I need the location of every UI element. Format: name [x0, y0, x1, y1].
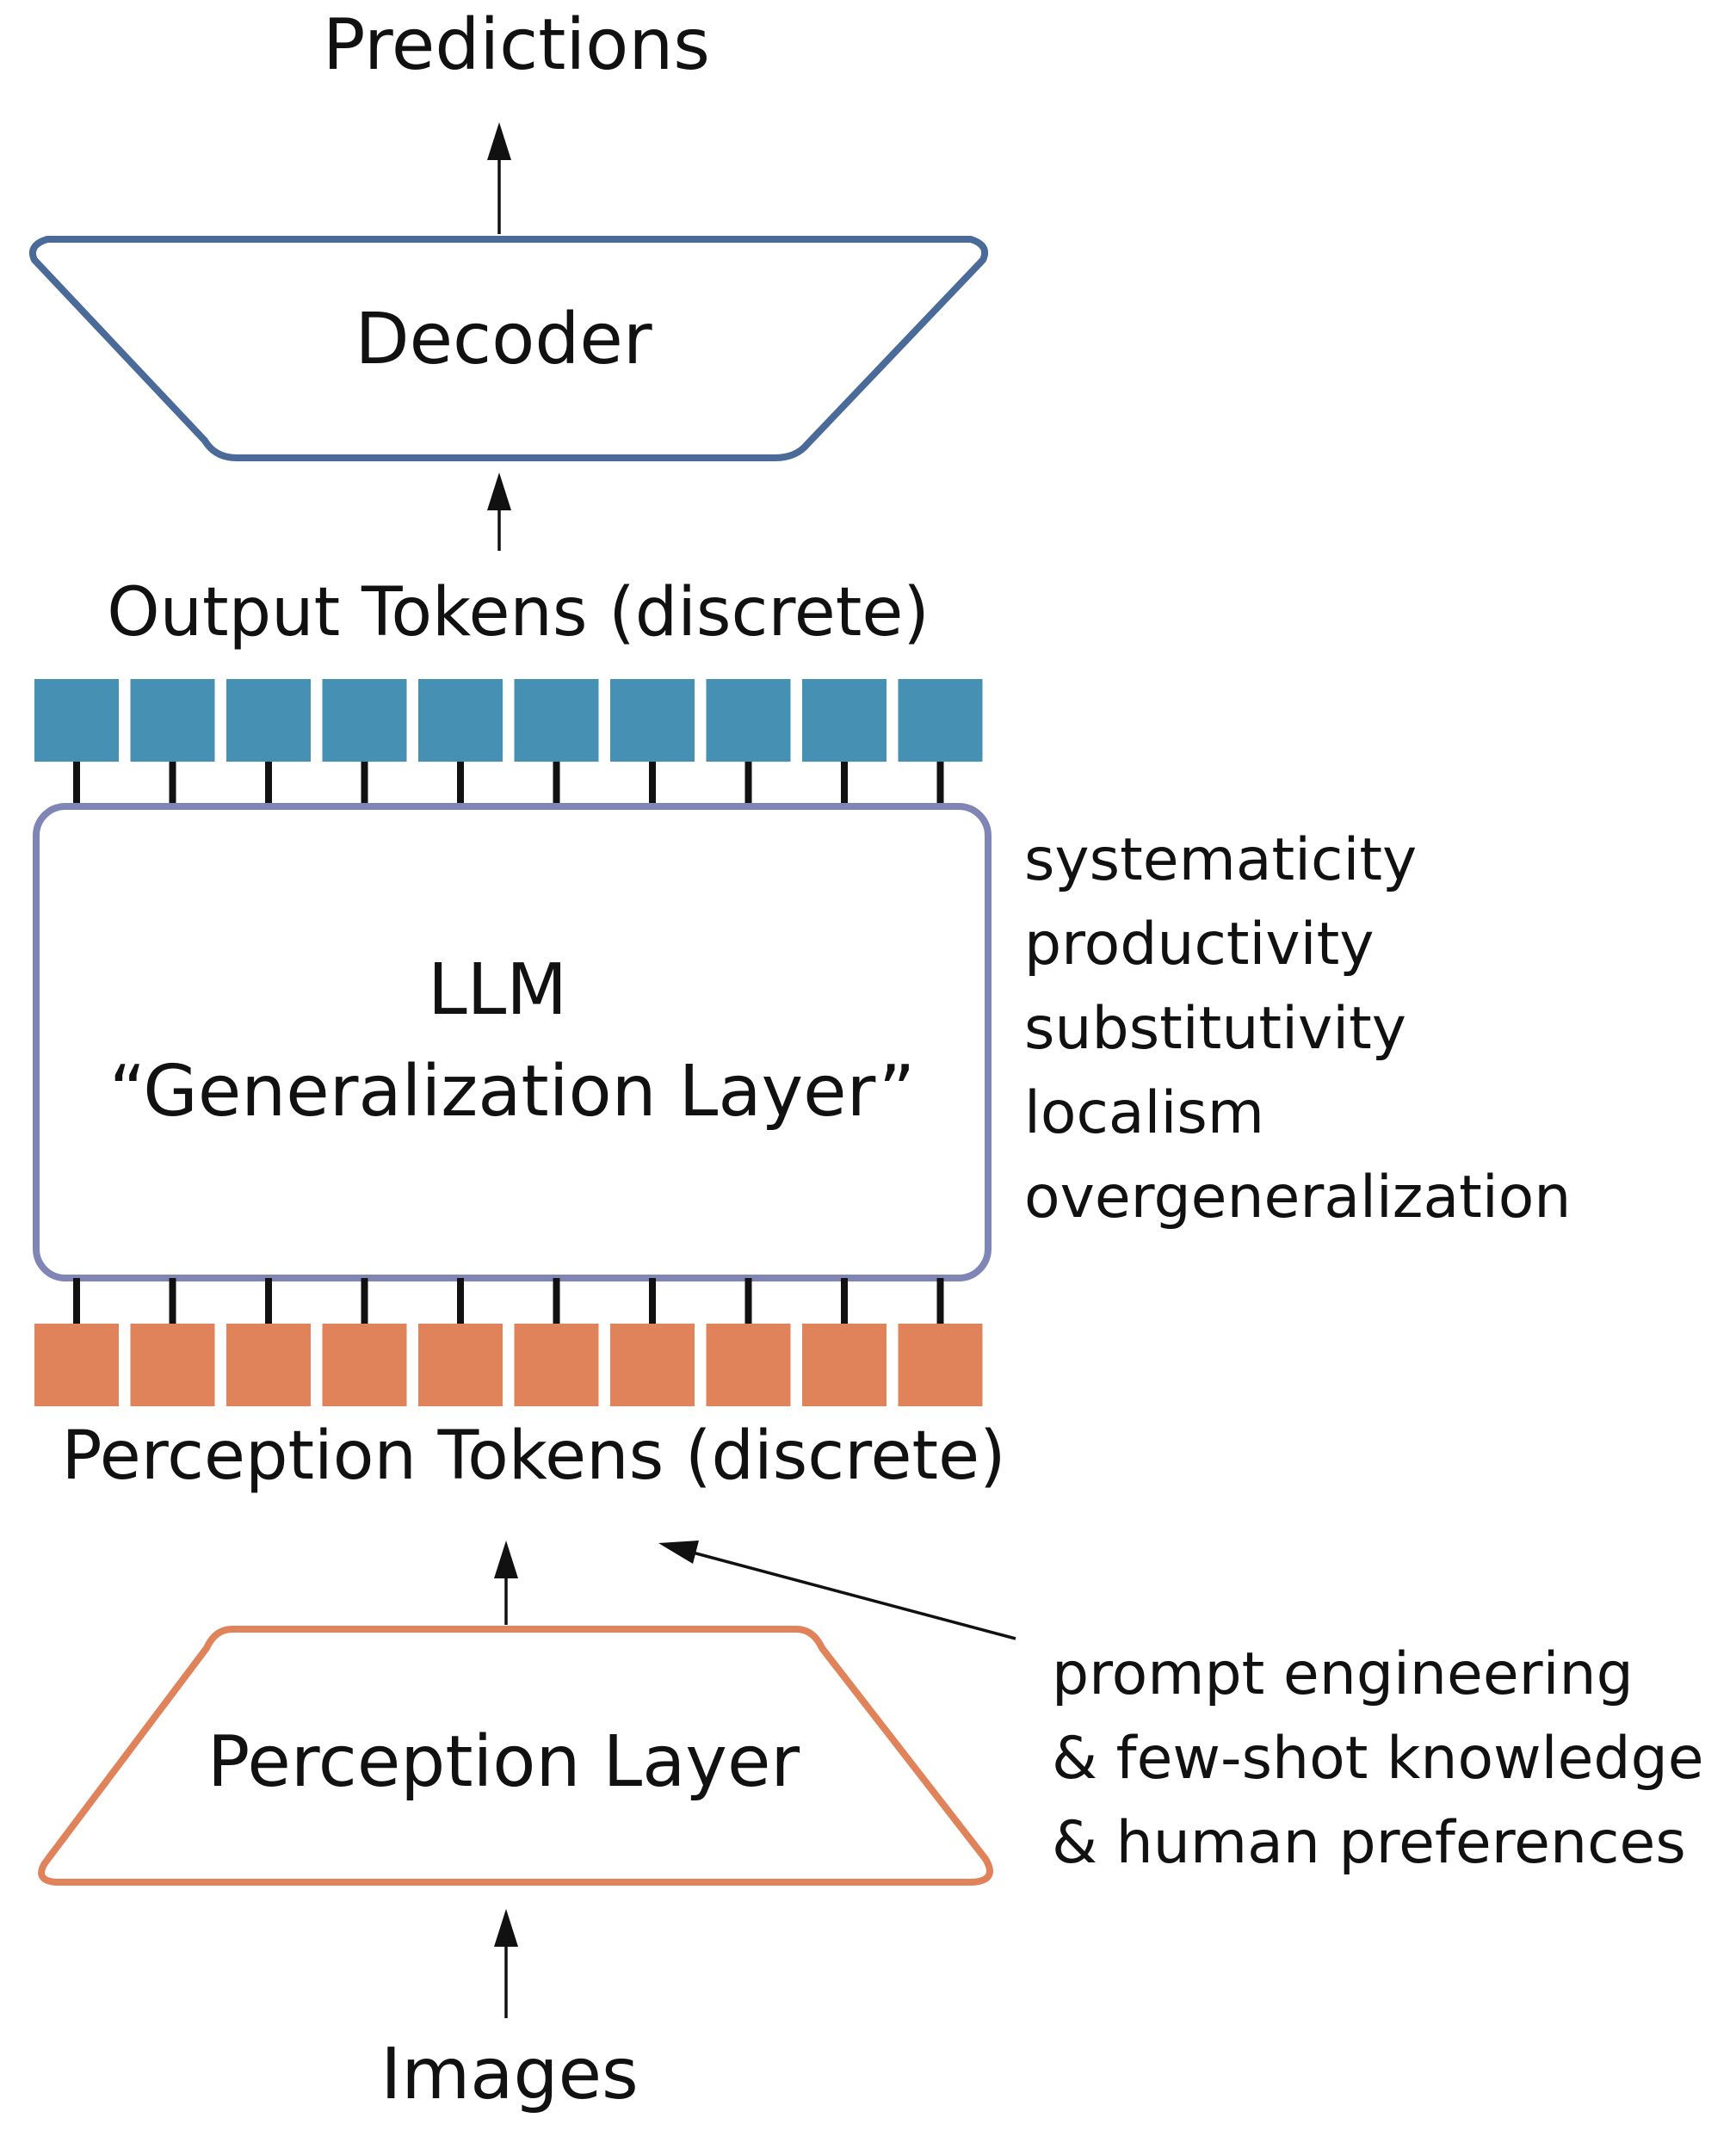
arrow-perception-to-tokens: [494, 1541, 518, 1625]
property-list: systematicity productivity substitutivit…: [1024, 826, 1571, 1232]
perception-token: [802, 1324, 887, 1406]
perception-layer-shape: [38, 1626, 993, 1886]
prompt-notes: prompt engineering & few-shot knowledge …: [1052, 1640, 1704, 1877]
predictions-label: Predictions: [323, 4, 710, 86]
perception-token: [226, 1324, 311, 1406]
output-token: [898, 679, 983, 762]
output-tokens-label: Output Tokens (discrete): [107, 574, 930, 651]
decoder-label: Decoder: [355, 299, 652, 380]
property-item: overgeneralization: [1024, 1164, 1571, 1232]
perception-token: [898, 1324, 983, 1406]
perception-token: [418, 1324, 503, 1406]
llm-subtitle: “Generalization Layer”: [109, 1051, 915, 1133]
property-item: systematicity: [1024, 826, 1417, 894]
output-tokens-row: [34, 679, 983, 762]
decoder-shape: [28, 236, 989, 461]
output-token: [34, 679, 119, 762]
arrow-prompt-to-tokens: [658, 1541, 1016, 1640]
perception-token: [130, 1324, 215, 1406]
perception-token: [706, 1324, 791, 1406]
llm-box: [33, 803, 992, 1281]
arrow-output-to-decoder: [487, 472, 511, 551]
arrow-decoder-to-predictions: [487, 122, 511, 234]
output-token-connectors: [73, 762, 944, 806]
output-token: [706, 679, 791, 762]
output-token: [418, 679, 503, 762]
property-item: productivity: [1024, 911, 1374, 979]
llm-title: LLM: [428, 949, 567, 1031]
perception-layer-label: Perception Layer: [207, 1721, 800, 1803]
output-token: [322, 679, 407, 762]
perception-token: [322, 1324, 407, 1406]
output-token: [226, 679, 311, 762]
prompt-note: & human preferences: [1052, 1809, 1686, 1877]
output-token: [610, 679, 695, 762]
perception-token-connectors: [73, 1278, 944, 1324]
output-token: [130, 679, 215, 762]
output-token: [802, 679, 887, 762]
property-item: substitutivity: [1024, 995, 1406, 1063]
arrow-images-to-perception: [494, 1909, 518, 2018]
perception-token: [610, 1324, 695, 1406]
prompt-note: & few-shot knowledge: [1052, 1725, 1704, 1793]
perception-tokens-label: Perception Tokens (discrete): [61, 1417, 1005, 1495]
property-item: localism: [1024, 1079, 1264, 1147]
output-token: [514, 679, 599, 762]
perception-tokens-row: [34, 1324, 983, 1406]
images-label: Images: [380, 2034, 639, 2115]
perception-token: [34, 1324, 119, 1406]
prompt-note: prompt engineering: [1052, 1640, 1634, 1708]
perception-token: [514, 1324, 599, 1406]
